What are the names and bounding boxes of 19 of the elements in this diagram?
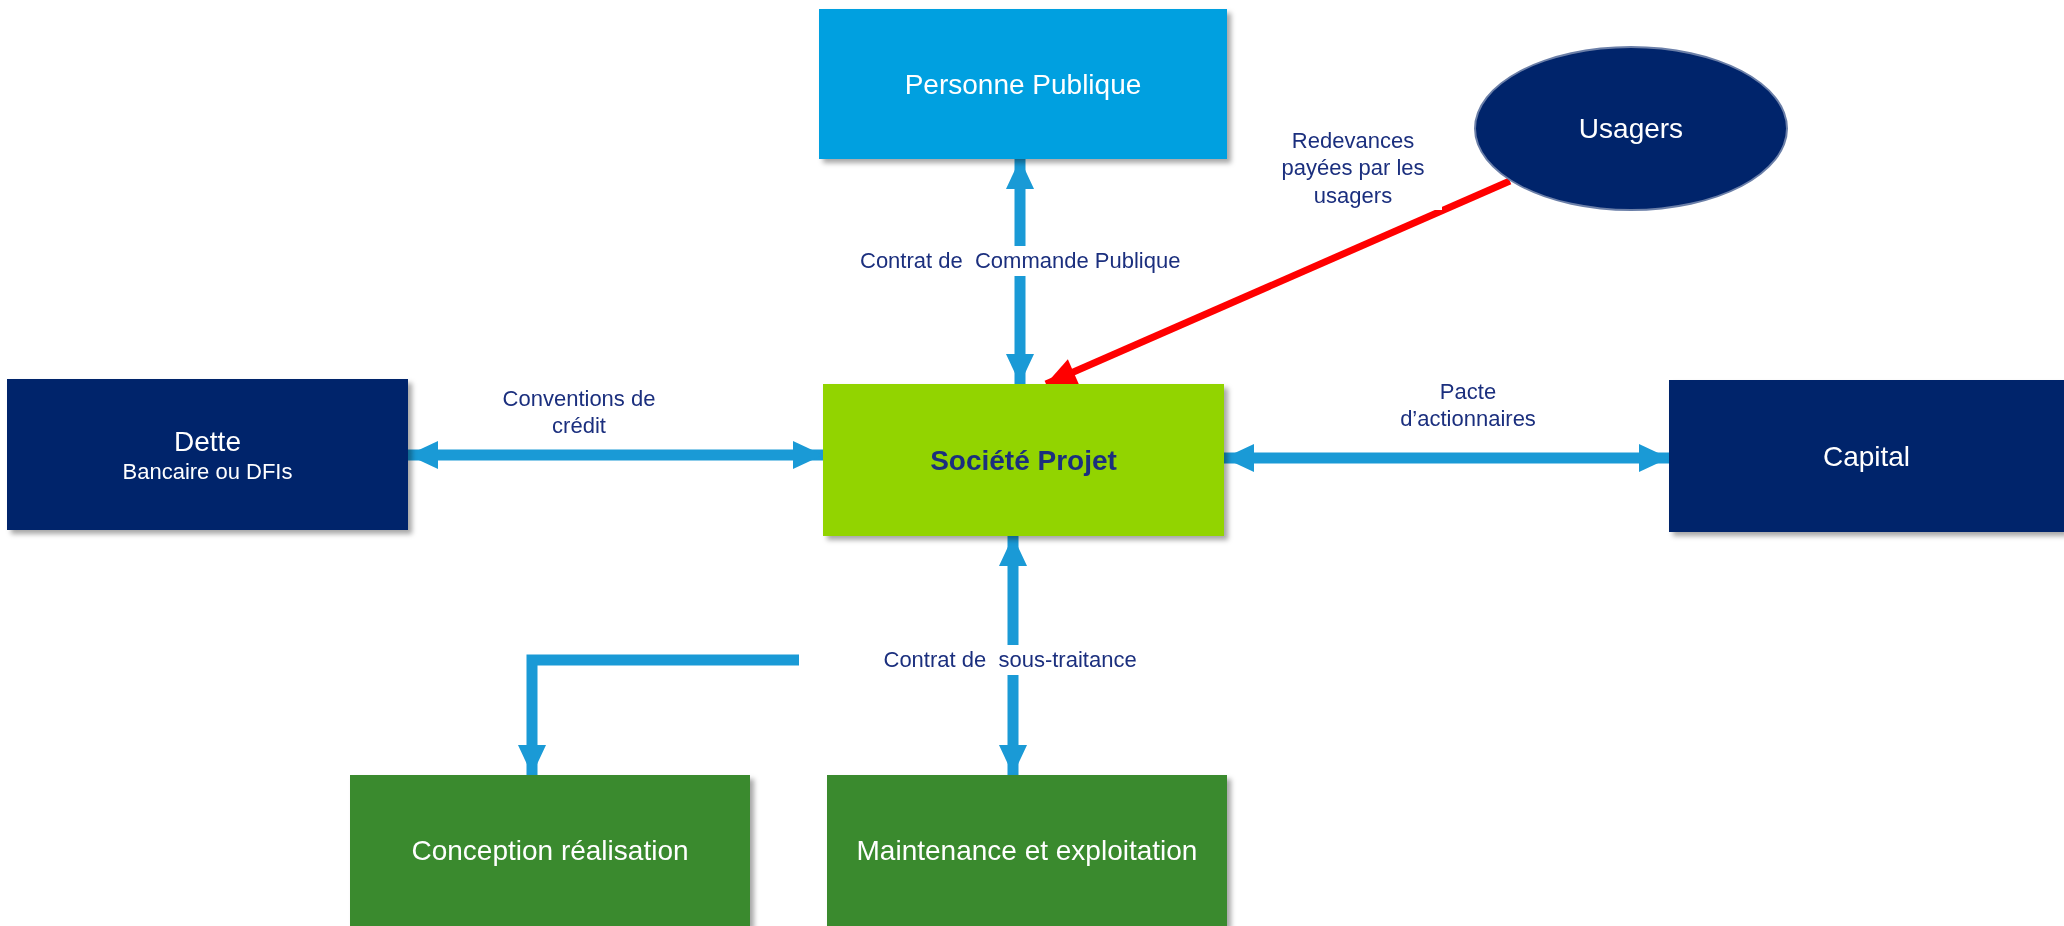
arrow [408,441,823,469]
node-label: Usagers [1578,112,1684,146]
process-box [823,384,1224,536]
process-box [7,379,408,530]
arrow [999,536,1027,775]
node-label: Bancaire ou DFIs [122,458,293,486]
process-box [819,9,1227,159]
process-box [350,775,750,926]
arrow [1224,444,1669,472]
node-label: Dette [174,424,241,459]
arrow [518,654,799,775]
node-label: Capital [1822,439,1911,474]
arrow [1006,159,1034,384]
process-box [827,775,1227,926]
node-label: Personne Publique [904,67,1142,102]
node-label: Maintenance et exploitation [856,834,1198,868]
process-box [1669,380,2064,532]
node-label: Conception réalisation [411,834,689,868]
node-label: Société Projet [930,443,1117,478]
